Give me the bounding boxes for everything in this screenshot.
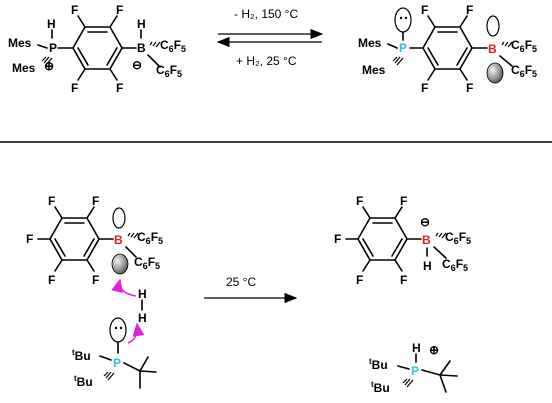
f-atom: F — [356, 273, 363, 287]
f-atom: F — [71, 3, 78, 17]
p-atom: P — [113, 356, 121, 370]
mes-label: Mes — [8, 36, 32, 50]
f-atom: F — [421, 81, 428, 95]
forward-conditions: - H₂, 150 °C — [234, 7, 298, 21]
reaction-arrow: 25 °C — [204, 275, 298, 304]
h-atom: H — [412, 341, 421, 355]
lone-pair-lobe — [394, 7, 412, 33]
phosphonium-cation: H ⊕ P tBu tBu — [369, 341, 458, 395]
tbu-label: tBu — [74, 374, 93, 389]
minus-charge: ⊖ — [132, 58, 142, 72]
tbu-label: tBu — [371, 380, 390, 395]
b-atom: B — [114, 233, 123, 247]
empty-orbital-lobe — [112, 207, 126, 229]
c6f5-group: C6F5 — [160, 38, 186, 54]
f-atom: F — [48, 194, 55, 208]
c6f5-group: C6F5 — [156, 63, 182, 79]
f-atom: F — [466, 3, 473, 17]
c6f5-group: C6F5 — [511, 38, 537, 54]
filled-orbital-lobe — [486, 62, 504, 84]
f-atom: F — [116, 3, 123, 17]
f-atom: F — [466, 81, 473, 95]
b-atom: B — [488, 42, 497, 56]
f-atom: F — [92, 273, 99, 287]
c6f5-group: C6F5 — [442, 257, 468, 273]
mes-label: Mes — [358, 36, 382, 50]
plus-charge: ⊕ — [429, 343, 439, 357]
filled-orbital-lobe — [111, 253, 129, 275]
h-atom: H — [138, 311, 147, 325]
tbu-label: tBu — [72, 348, 91, 363]
c6f5-group: C6F5 — [445, 230, 471, 246]
frustrated-lewis-pair: F F F F P Mes Mes B C6F5 C6F5 — [358, 3, 537, 95]
f-atom: F — [92, 194, 99, 208]
f-atom: F — [26, 232, 33, 246]
mes-label: Mes — [12, 61, 36, 75]
equilibrium-arrows: - H₂, 150 °C + H₂, 25 °C — [216, 7, 324, 68]
f-atom: F — [356, 194, 363, 208]
zwitterion-phosphonium-borate: F F F F P H Mes Mes ⊕ B H ⊖ C6F5 C6F5 — [8, 3, 186, 95]
p-atom: P — [49, 41, 57, 55]
reaction-conditions: 25 °C — [226, 275, 256, 289]
c6f5-group: C6F5 — [134, 255, 160, 271]
f-atom: F — [116, 81, 123, 95]
mes-label: Mes — [362, 63, 386, 77]
curved-arrow — [111, 278, 137, 297]
tri-tert-butylphosphine: P tBu tBu — [72, 317, 157, 389]
hydridoborate-anion: F F F F F B ⊖ C6F5 H C6F5 — [334, 194, 471, 287]
h-atom: H — [137, 17, 146, 31]
p-atom: P — [411, 364, 419, 378]
c6f5-group: C6F5 — [511, 63, 537, 79]
c6f5-group: C6F5 — [137, 230, 163, 246]
p-atom: P — [399, 41, 407, 55]
f-atom: F — [400, 273, 407, 287]
plus-charge: ⊕ — [44, 59, 54, 73]
tbu-label: tBu — [369, 357, 388, 372]
h-atom: H — [138, 287, 147, 301]
f-atom: F — [71, 81, 78, 95]
f-atom: F — [421, 3, 428, 17]
f-atom: F — [400, 194, 407, 208]
b-atom: B — [422, 233, 431, 247]
h-atom: H — [47, 17, 56, 31]
borane-with-h2: F F F F F B C6F5 C6F5 H H — [26, 194, 163, 344]
minus-charge: ⊖ — [420, 215, 430, 229]
f-atom: F — [334, 232, 341, 246]
b-atom: B — [137, 41, 146, 55]
reverse-conditions: + H₂, 25 °C — [236, 54, 297, 68]
f-atom: F — [48, 273, 55, 287]
h-atom: H — [423, 259, 432, 273]
empty-orbital-lobe — [486, 15, 500, 37]
lone-pair-lobe — [109, 317, 127, 343]
curved-arrow — [127, 322, 145, 344]
